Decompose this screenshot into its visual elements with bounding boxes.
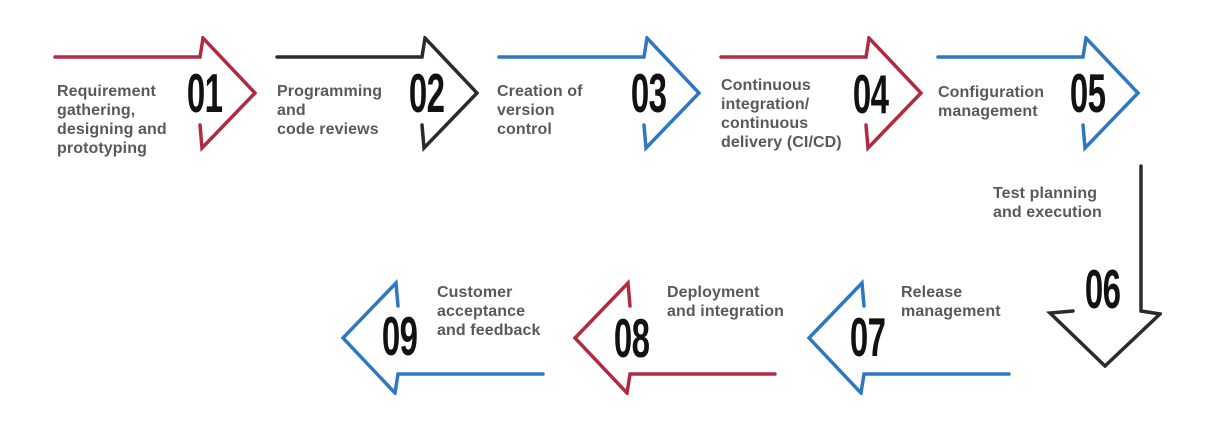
step-06-label: Test planning and execution	[993, 185, 1102, 221]
step-05-number: 05	[1070, 61, 1106, 124]
step-09-number: 09	[382, 304, 418, 367]
step-07-arrow-left-icon	[807, 279, 1011, 395]
step-04-label: Continuous integration/ continuous deliv…	[721, 77, 842, 151]
step-05-arrow-right-icon	[936, 36, 1140, 152]
step-03-number: 03	[631, 61, 667, 124]
step-02-label: Programming and code reviews	[277, 83, 383, 138]
step-09-label: Customer acceptance and feedback	[437, 284, 541, 339]
step-02-number: 02	[409, 61, 445, 124]
step-06-number: 06	[1085, 257, 1121, 320]
step-04-number: 04	[853, 62, 889, 125]
step-06-arrow-down-icon	[1046, 164, 1162, 368]
step-04-arrow-right-icon	[719, 36, 923, 152]
step-08-number: 08	[614, 306, 650, 369]
step-03-label: Creation of version control	[497, 83, 583, 138]
step-07-number: 07	[850, 305, 886, 368]
step-05-label: Configuration management	[938, 84, 1045, 120]
step-01-arrow-right-icon	[53, 36, 257, 152]
step-02-arrow-right-icon	[275, 36, 479, 152]
step-01-number: 01	[187, 61, 223, 124]
step-01-label: Requirement gathering, designing and pro…	[57, 83, 167, 157]
step-08-arrow-left-icon	[573, 279, 777, 395]
step-08-label: Deployment and integration	[667, 284, 785, 320]
step-07-label: Release management	[901, 284, 1001, 320]
step-03-arrow-right-icon	[497, 36, 701, 152]
step-09-arrow-left-icon	[341, 279, 545, 395]
